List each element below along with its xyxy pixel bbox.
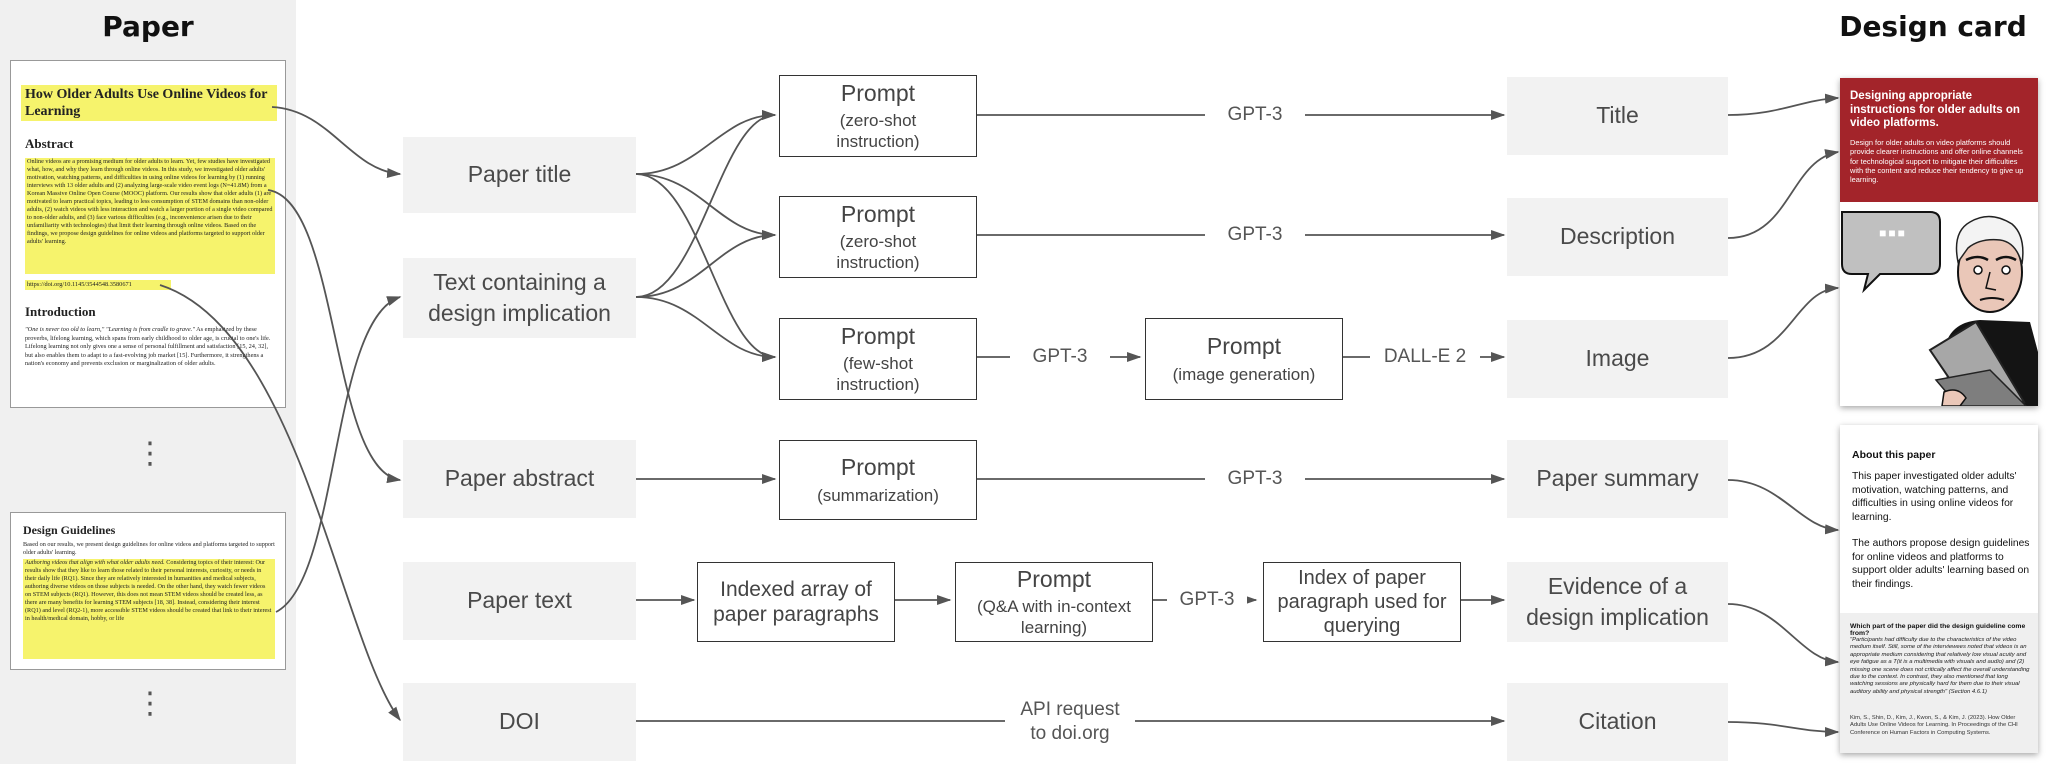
label-gpt3-summary: GPT-3 [1205, 467, 1305, 491]
paper-title-highlight: How Older Adults Use Online Videos for L… [21, 85, 277, 121]
node-paper-abstract: Paper abstract [403, 440, 636, 518]
evidence-question: Which part of the paper did the design g… [1850, 623, 2026, 637]
node-paper-text: Paper text [403, 562, 636, 640]
prompt-image-generation: Prompt (image generation) [1145, 318, 1343, 400]
output-citation: Citation [1507, 683, 1728, 761]
about-heading: About this paper [1852, 449, 1936, 461]
design-card-back: About this paper This paper investigated… [1840, 425, 2038, 753]
output-description: Description [1507, 198, 1728, 276]
doi-highlight: https://doi.org/10.1145/3544548.3580671 [25, 280, 171, 290]
design-card-heading: Design card [1839, 10, 2027, 43]
abstract-heading: Abstract [25, 136, 74, 151]
output-evidence: Evidence of a design implication [1507, 562, 1728, 642]
introduction-text: "One is never too old to learn," "Learni… [25, 326, 271, 368]
label-dalle2: DALL-E 2 [1370, 345, 1480, 369]
output-image: Image [1507, 320, 1728, 398]
label-gpt3-title: GPT-3 [1205, 103, 1305, 127]
label-gpt3-image: GPT-3 [1010, 345, 1110, 369]
prompt-image-instruction: Prompt (few-shot instruction) [779, 318, 977, 400]
older-adult-laptop-illustration [1841, 211, 2038, 406]
prompt-qa: Prompt (Q&A with in-context learning) [955, 562, 1153, 642]
design-card-front: Designing appropriate instructions for o… [1840, 78, 2038, 406]
card-description: Design for older adults on video platfor… [1850, 138, 2024, 185]
card-title: Designing appropriate instructions for o… [1850, 90, 2020, 129]
output-title: Title [1507, 77, 1728, 155]
design-guidelines-intro: Based on our results, we present design … [23, 541, 275, 556]
paper-summary-p1: This paper investigated older adults' mo… [1852, 471, 2017, 523]
index-used-box: Index of paper paragraph used for queryi… [1263, 562, 1461, 642]
node-paper-title: Paper title [403, 137, 636, 213]
evidence-text: "Participants had difficulty due to the … [1850, 637, 2030, 695]
citation-text: Kim, S., Shin, D., Kim, J., Kwon, S., & … [1850, 715, 2018, 736]
paper-summary-p2: The authors propose design guidelines fo… [1852, 538, 2030, 590]
speech-bubble-dots: ■■■ [1879, 226, 1907, 240]
abstract-highlight: Online videos are a promising medium for… [25, 158, 275, 274]
paper-page-1: How Older Adults Use Online Videos for L… [10, 60, 286, 408]
prompt-title: Prompt (zero-shot instruction) [779, 75, 977, 157]
label-gpt3-evidence: GPT-3 [1167, 588, 1247, 612]
node-design-implication: Text containing a design implication [403, 258, 636, 338]
design-guidelines-heading: Design Guidelines [23, 523, 116, 537]
label-gpt3-description: GPT-3 [1205, 223, 1305, 247]
paper-page-2: Design Guidelines Based on our results, … [10, 512, 286, 670]
design-guidelines-highlight: Authoring videos that align with what ol… [23, 559, 275, 659]
introduction-heading: Introduction [25, 304, 96, 319]
output-paper-summary: Paper summary [1507, 440, 1728, 518]
evidence-section [1840, 613, 2038, 753]
indexed-array-box: Indexed array of paper paragraphs [697, 562, 895, 642]
prompt-description: Prompt (zero-shot instruction) [779, 196, 977, 278]
node-doi: DOI [403, 683, 636, 761]
label-api-request: API request to doi.org [1005, 698, 1135, 746]
prompt-summarization: Prompt (summarization) [779, 440, 977, 520]
paper-heading: Paper [102, 10, 194, 43]
card-title-banner [1840, 78, 2038, 202]
